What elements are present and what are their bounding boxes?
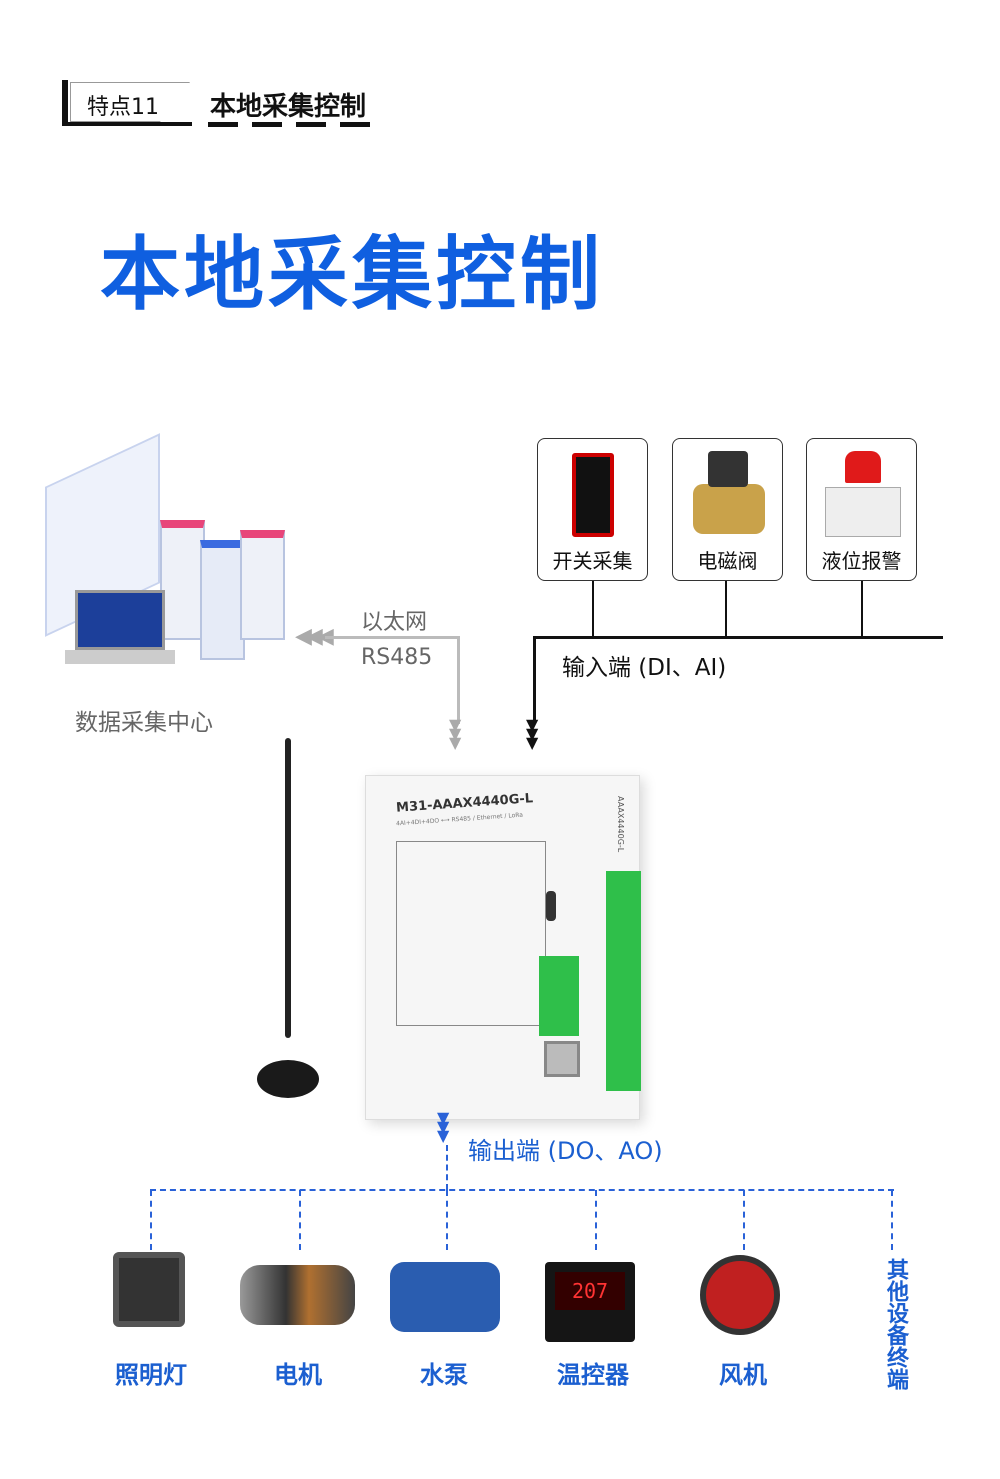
link-line <box>457 636 460 724</box>
server-icon <box>160 520 205 640</box>
laptop-base <box>65 650 175 664</box>
link-line <box>325 636 459 639</box>
arrow-down-icon: ▼▼▼ <box>526 715 539 752</box>
terminal-block <box>539 956 579 1036</box>
input-level-alarm: 液位报警 <box>806 438 917 581</box>
server-icon <box>200 540 245 660</box>
solenoid-valve-icon <box>693 484 765 534</box>
arrow-down-icon: ▼▼▼ <box>437 1108 450 1145</box>
rs485-label: RS485 <box>361 645 433 670</box>
output-other: 其他设备终端 <box>883 1258 908 1390</box>
input-bus-line <box>533 636 943 639</box>
output-label: 输出端 (DO、AO) <box>468 1137 663 1165</box>
antenna-base <box>257 1060 319 1098</box>
ethernet-label: 以太网 <box>361 610 428 635</box>
ethernet-port-icon <box>544 1041 580 1077</box>
page-title: 本地采集控制 <box>100 228 604 321</box>
rocker-switch-icon <box>572 453 614 537</box>
alarm-box <box>825 487 901 537</box>
output-pump: 水泵 <box>420 1361 468 1389</box>
water-pump-icon <box>390 1262 500 1332</box>
io-device: M31-AAAX4440G-L 4AI+4DI+4DO ⟷ RS485 / Et… <box>365 775 641 1120</box>
output-motor: 电机 <box>274 1361 322 1389</box>
arrow-down-icon: ▼▼▼ <box>449 715 462 752</box>
output-bus-line <box>150 1189 894 1191</box>
laptop-icon <box>75 590 165 650</box>
data-center-illustration <box>40 433 290 690</box>
output-lighting: 照明灯 <box>115 1361 187 1389</box>
thermostat-icon: 207 <box>545 1262 635 1342</box>
input-solenoid: 电磁阀 <box>672 438 783 581</box>
floodlight-icon <box>113 1252 185 1327</box>
output-thermostat: 温控器 <box>557 1361 629 1389</box>
motor-icon <box>240 1265 355 1325</box>
wiring-diagram <box>396 841 546 1026</box>
badge-frame <box>62 80 192 126</box>
input-label: 输入端 (DI、AI) <box>562 655 727 681</box>
input-switch: 开关采集 <box>537 438 648 581</box>
alarm-light-icon <box>845 451 881 483</box>
data-center-label: 数据采集中心 <box>75 710 213 736</box>
feature-badge: 特点11 <box>70 82 190 122</box>
fan-icon <box>700 1255 780 1335</box>
divider <box>208 122 382 127</box>
usb-port-icon <box>546 891 556 921</box>
device-side-label: AAAX4440G-L <box>616 796 625 853</box>
server-icon <box>240 530 285 640</box>
section-subtitle: 本地采集控制 <box>210 92 367 122</box>
output-fan: 风机 <box>719 1361 767 1389</box>
terminal-block <box>606 871 641 1091</box>
antenna-icon <box>285 738 291 1038</box>
coil <box>708 451 748 487</box>
arrow-left-icon: ◀◀◀ <box>295 624 334 649</box>
